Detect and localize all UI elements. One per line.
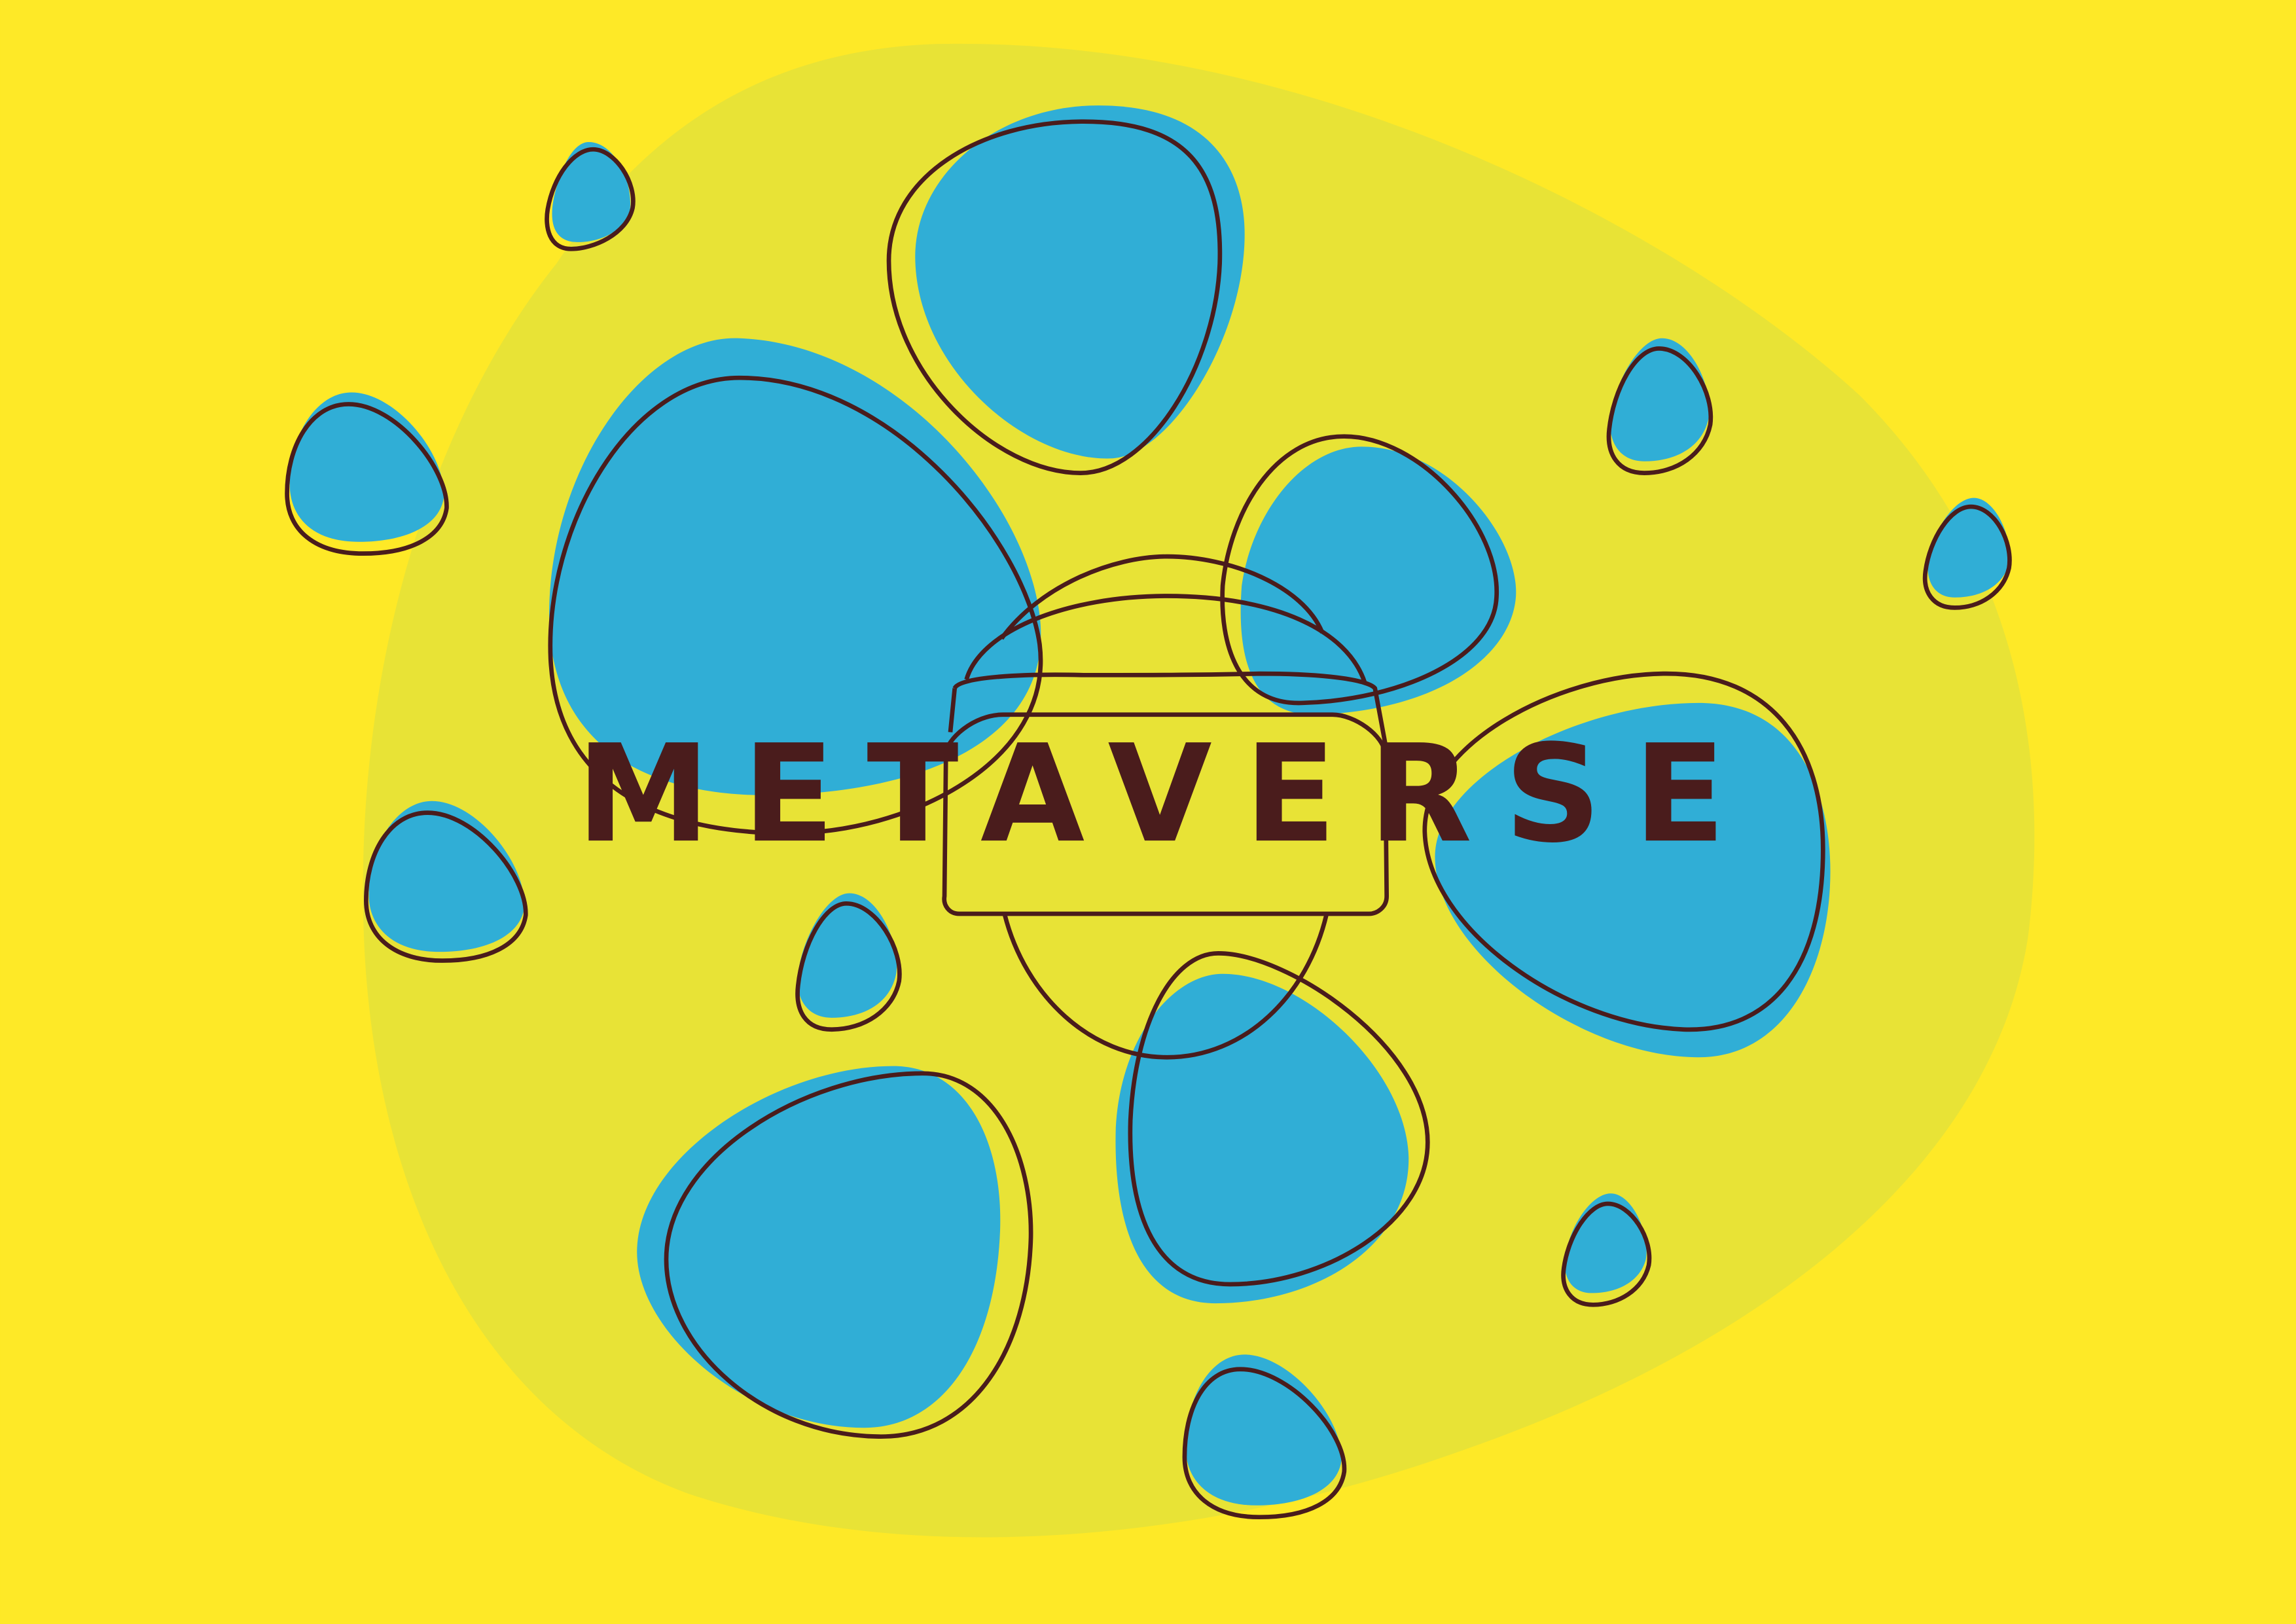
outline-ring	[1561, 1201, 1652, 1307]
outline-ring	[1922, 504, 2012, 610]
outline-ring	[364, 810, 528, 963]
banner-frame	[942, 554, 1390, 1060]
outline-ring	[886, 119, 1223, 475]
blob-shape	[1240, 446, 1516, 715]
blob-shape	[1185, 1354, 1342, 1506]
banner-bottom-arc	[1002, 913, 1329, 1060]
blob-shape	[1610, 338, 1710, 461]
outline-ring	[548, 375, 1043, 836]
banner-front-panel	[942, 712, 1390, 916]
outline-ring	[1606, 346, 1713, 475]
blob-shape	[552, 142, 631, 242]
outline-ring	[545, 147, 636, 251]
outline-ring	[795, 901, 902, 1032]
blob-shape	[797, 893, 897, 1018]
outline-ring	[285, 402, 449, 556]
blob-shape	[1435, 702, 1831, 1058]
banner-dome-outer	[999, 554, 1325, 640]
blob-shape	[915, 105, 1245, 459]
outline-ring	[664, 1071, 1033, 1439]
banner-dome-inner	[964, 594, 1367, 683]
banner-title: METAVERSE	[577, 715, 1758, 873]
outline-rings	[285, 119, 2012, 1520]
blob-shape	[637, 1066, 1001, 1428]
blob-shape	[1928, 497, 2010, 598]
outline-ring	[1220, 434, 1499, 706]
outline-ring	[1422, 671, 1825, 1032]
banner-back-left	[948, 688, 958, 732]
outline-ring	[1182, 1367, 1347, 1520]
banner-back-panel	[952, 671, 1389, 752]
